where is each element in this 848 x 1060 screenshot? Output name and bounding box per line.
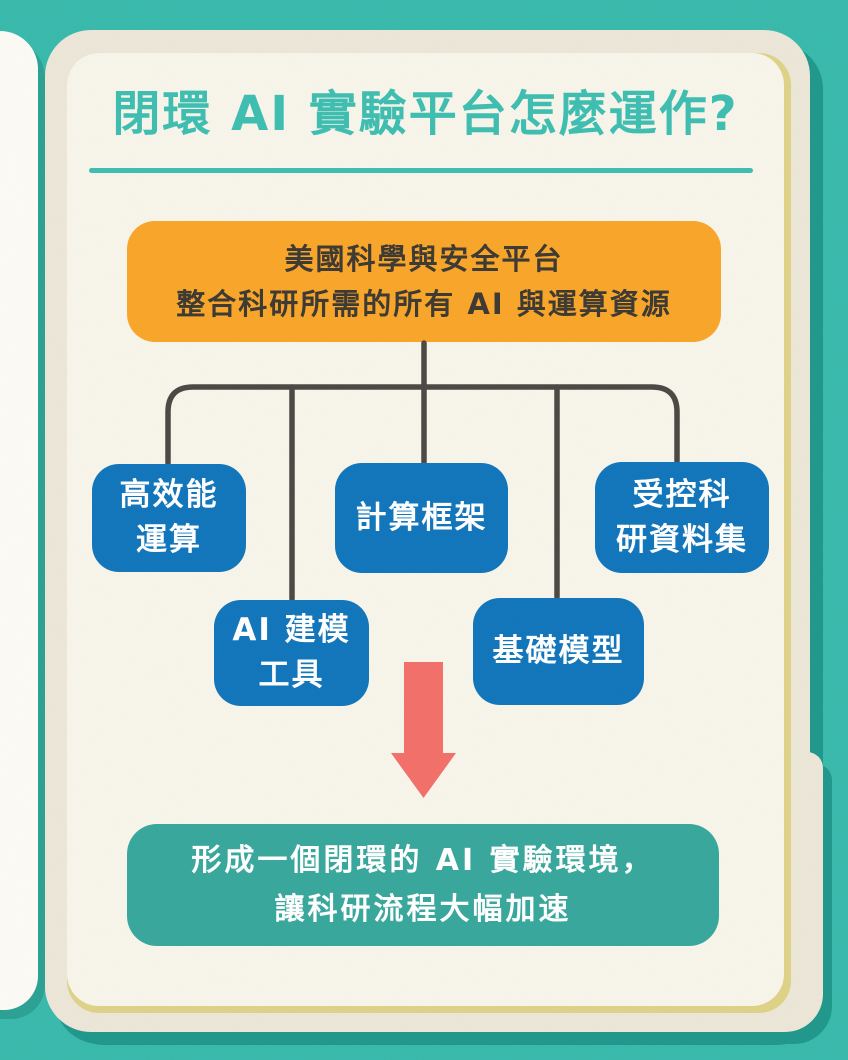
down-arrow-icon: [391, 662, 456, 798]
result-box-line1: 形成一個閉環的 AI 實驗環境，: [191, 843, 655, 878]
node-controlled-research-datasets: 受控科 研資料集: [595, 462, 769, 573]
node-compute-frameworks: 計算框架: [335, 463, 508, 573]
node-line: AI 建模: [232, 612, 351, 648]
node-line: 基礎模型: [492, 633, 625, 669]
node-line: 計算框架: [355, 499, 488, 536]
result-box-line2: 讓科研流程大幅加速: [274, 892, 572, 927]
node-line: 高效能: [119, 477, 219, 513]
node-line: 運算: [136, 522, 202, 558]
node-foundation-models: 基礎模型: [473, 598, 644, 705]
node-line: 工具: [258, 657, 325, 693]
node-line: 受控科: [632, 476, 732, 513]
node-line: 研資料集: [616, 521, 748, 558]
node-high-performance-computing: 高效能 運算: [92, 464, 246, 572]
result-box-closed-loop: 形成一個閉環的 AI 實驗環境， 讓科研流程大幅加速: [127, 824, 719, 946]
node-ai-modeling-tools: AI 建模 工具: [214, 600, 369, 706]
